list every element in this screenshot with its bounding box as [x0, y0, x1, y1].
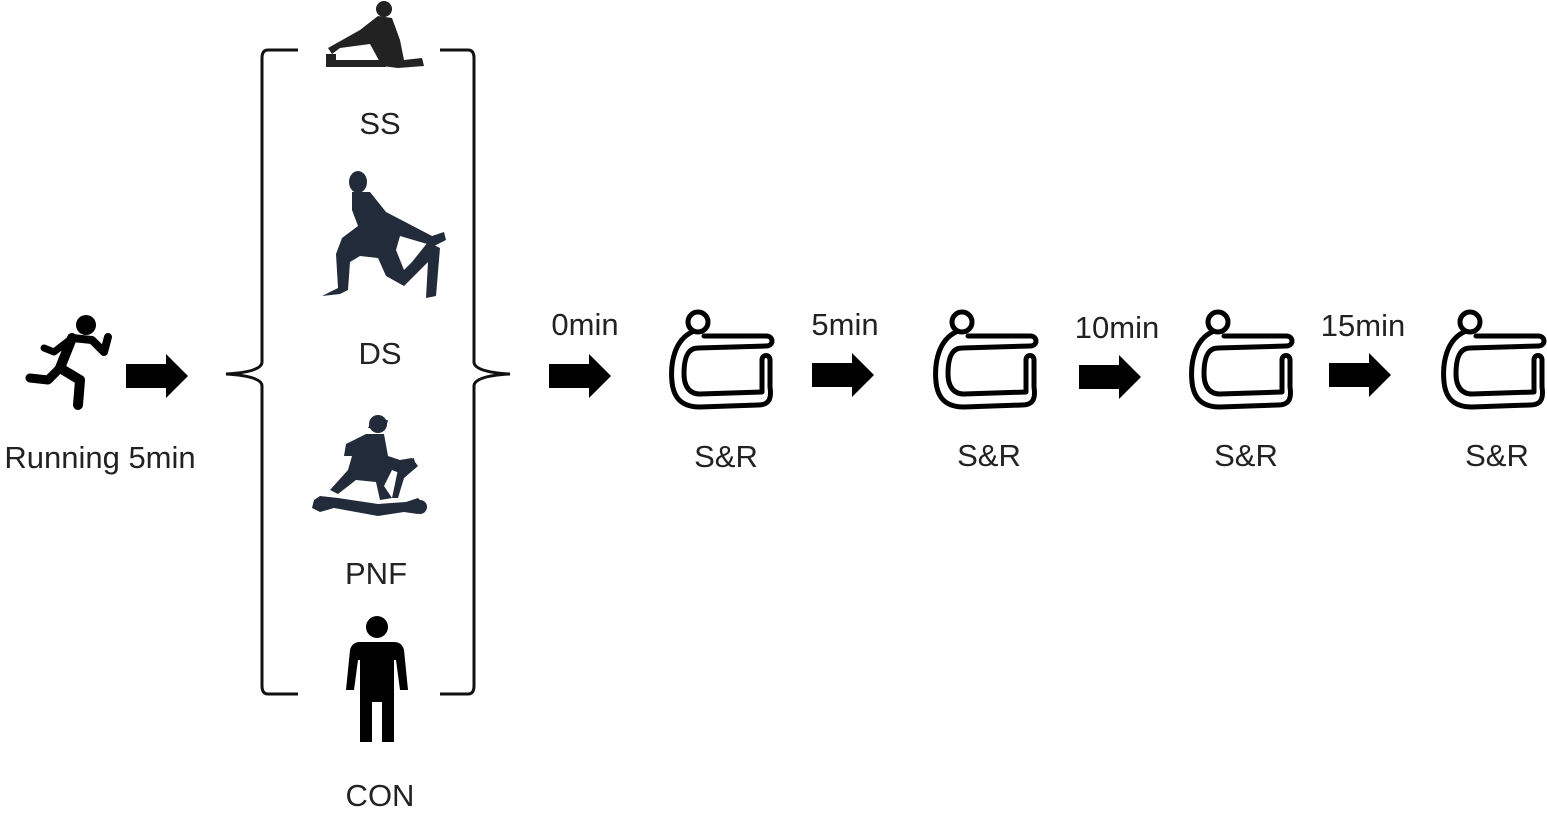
measure-label: S&R [957, 438, 1021, 473]
arrow-icon [812, 353, 874, 397]
lunge-quad-stretch-icon [322, 171, 446, 298]
right-brace [440, 48, 511, 696]
group-label-ds: DS [358, 336, 402, 371]
group-label-ss: SS [359, 106, 401, 141]
standing-person-icon [346, 616, 408, 742]
sit-and-reach-icon [672, 312, 772, 407]
sit-and-reach-icon [1444, 312, 1544, 407]
partner-assisted-stretch-icon [312, 415, 427, 516]
arrow-icon [1079, 355, 1141, 399]
interval-label: 5min [811, 307, 879, 342]
measure-label: S&R [694, 439, 758, 474]
interval-label: 15min [1320, 308, 1406, 343]
arrow-icon [126, 354, 188, 398]
measure-label: S&R [1214, 438, 1278, 473]
interval-label: 0min [551, 307, 619, 342]
left-brace [225, 48, 298, 696]
sit-and-reach-icon [1192, 312, 1292, 407]
group-label-pnf: PNF [345, 556, 407, 591]
arrow-icon [549, 354, 611, 398]
sit-and-reach-icon [936, 312, 1036, 407]
group-label-con: CON [345, 778, 415, 813]
measure-label: S&R [1465, 438, 1529, 473]
interval-label: 10min [1074, 310, 1160, 345]
start-label: Running 5min [4, 440, 196, 475]
arrow-icon [1329, 353, 1391, 397]
running-person-icon [25, 315, 112, 410]
seated-hamstring-stretch-icon [326, 1, 424, 68]
